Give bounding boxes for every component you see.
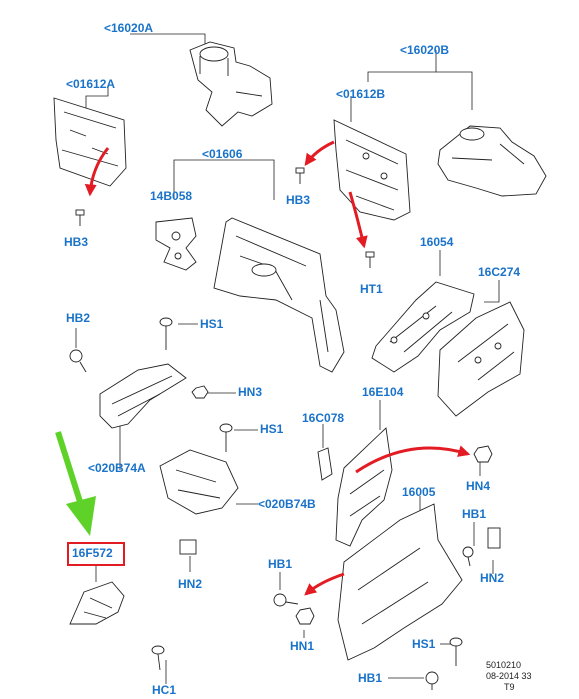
label-020B74B[interactable]: <020B74B — [258, 497, 316, 511]
label-01612A[interactable]: <01612A — [66, 77, 116, 91]
screw-HS1-lower — [449, 637, 463, 666]
label-HB3-left[interactable]: HB3 — [64, 235, 89, 249]
label-16054[interactable]: 16054 — [420, 235, 454, 249]
part-16020B — [437, 125, 547, 197]
label-HB3-right[interactable]: HB3 — [286, 193, 311, 207]
label-01612B[interactable]: <01612B — [336, 87, 386, 101]
clip-HN2-left — [179, 539, 197, 555]
part-14B058 — [155, 217, 197, 271]
part-16054 — [371, 281, 475, 373]
screw-HS1-mid — [219, 423, 233, 452]
label-16C078[interactable]: 16C078 — [302, 411, 345, 425]
bolt-HB1-right — [462, 546, 474, 567]
bolt-HB2 — [69, 349, 87, 373]
nut-HN1 — [295, 607, 315, 625]
bolt-HB3-left — [75, 209, 85, 226]
red-arrow-icon — [84, 140, 471, 596]
part-16005 — [337, 503, 463, 661]
label-HB1-left[interactable]: HB1 — [268, 557, 293, 571]
highlight-box — [67, 542, 125, 566]
part-16020A — [189, 41, 273, 127]
label-HB2[interactable]: HB2 — [66, 311, 91, 325]
label-HT1[interactable]: HT1 — [360, 282, 383, 296]
nut-HN3 — [191, 385, 209, 399]
reference-line-3: T9 — [504, 682, 515, 692]
bolt-HT1 — [365, 251, 375, 268]
label-HB1-right[interactable]: HB1 — [462, 507, 487, 521]
label-HN1[interactable]: HN1 — [290, 639, 315, 653]
bolt-HB3-right — [295, 167, 305, 184]
clip-HN2-right — [487, 527, 501, 549]
part-01606 — [213, 217, 345, 373]
label-HN2-left[interactable]: HN2 — [178, 577, 203, 591]
label-01606[interactable]: <01606 — [202, 147, 243, 161]
label-16C274[interactable]: 16C274 — [478, 265, 521, 279]
label-HS1-mid[interactable]: HS1 — [260, 422, 284, 436]
label-16020A[interactable]: <16020A — [104, 21, 154, 35]
part-020B74A — [99, 363, 187, 429]
reference-line-2: 08-2014 33 — [486, 671, 532, 681]
part-16C078 — [317, 447, 333, 481]
label-16005[interactable]: 16005 — [402, 485, 436, 499]
reference-block: 5010210 08-2014 33 T9 — [486, 660, 532, 693]
green-arrow-icon — [55, 431, 96, 536]
nut-HN4 — [473, 445, 493, 463]
label-16F572[interactable]: 16F572 — [72, 546, 113, 560]
label-14B058[interactable]: 14B058 — [150, 189, 193, 203]
label-HN2-right[interactable]: HN2 — [480, 571, 505, 585]
part-16C274 — [437, 301, 525, 417]
label-HS1-lower[interactable]: HS1 — [412, 637, 436, 651]
part-01612B — [333, 119, 411, 221]
part-16F572 — [69, 581, 125, 625]
label-HS1-upper[interactable]: HS1 — [200, 317, 224, 331]
part-16E104 — [335, 427, 393, 547]
label-16E104[interactable]: 16E104 — [362, 385, 404, 399]
label-HB1-lower[interactable]: HB1 — [358, 671, 383, 685]
bolt-HB1-lower — [425, 671, 439, 690]
screw-HC1 — [151, 645, 165, 671]
bolt-HB1-left — [273, 593, 299, 607]
label-020B74A[interactable]: <020B74A — [88, 461, 146, 475]
label-HN3[interactable]: HN3 — [238, 385, 263, 399]
part-020B74B — [159, 449, 239, 515]
part-01612A — [53, 97, 127, 187]
screw-HS1-upper — [159, 317, 173, 350]
label-HC1[interactable]: HC1 — [152, 683, 177, 697]
label-16020B[interactable]: <16020B — [400, 43, 450, 57]
label-HN4[interactable]: HN4 — [466, 479, 491, 493]
reference-line-1: 5010210 — [486, 660, 522, 670]
